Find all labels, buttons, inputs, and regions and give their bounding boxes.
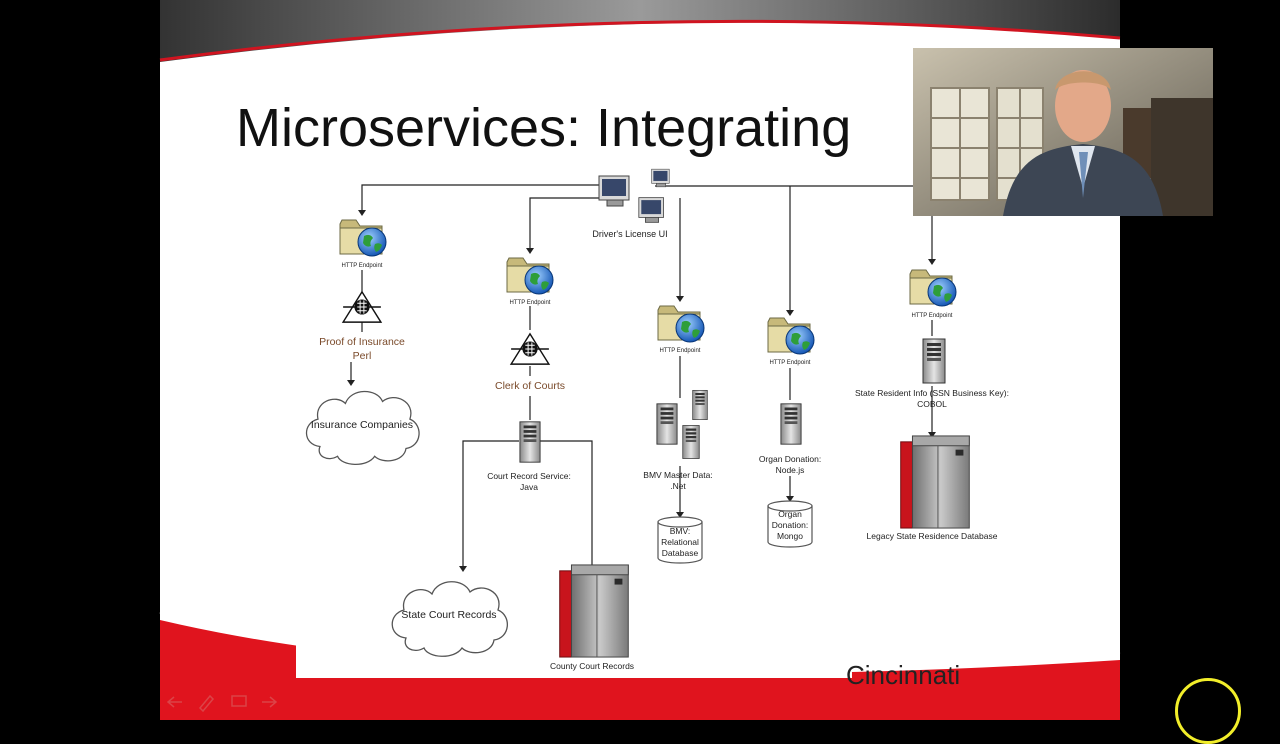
http-endpoint-4: HTTP Endpoint — [767, 317, 815, 366]
server-icon — [682, 425, 700, 459]
server-icon — [780, 403, 802, 445]
presentation-stage: Microservices: Integrating — [0, 0, 1121, 720]
server-icon — [922, 338, 946, 384]
connector-lines — [350, 184, 933, 570]
proof-of-insurance-service: Proof of Insurance Perl — [319, 291, 405, 362]
mainframe-icon — [559, 564, 629, 658]
pen-icon[interactable] — [198, 694, 215, 713]
service-name-line-2: Perl — [353, 350, 372, 362]
service-name-line-2: COBOL — [917, 399, 947, 409]
endpoint-label: HTTP Endpoint — [342, 263, 383, 269]
database-label-line-1: Organ — [778, 509, 802, 519]
mainframe-label: Legacy State Residence Database — [867, 531, 998, 541]
webcam-frame — [913, 48, 1213, 216]
endpoint-label: HTTP Endpoint — [660, 348, 701, 354]
presenter-webcam — [913, 48, 1213, 216]
server-icon — [692, 389, 708, 421]
mainframe-icon — [900, 435, 970, 529]
service-name: Clerk of Courts — [495, 380, 565, 392]
service-name-line-2: Node.js — [776, 465, 805, 475]
legacy-state-residence-database: Legacy State Residence Database — [867, 435, 998, 541]
organ-donation-mongo-database: Organ Donation: Mongo — [767, 500, 813, 548]
server-icon — [656, 403, 678, 445]
cloud-label: State Court Records — [401, 609, 496, 621]
clerk-of-courts-service: Clerk of Courts — [495, 333, 565, 392]
mainframe-label: County Court Records — [550, 661, 634, 671]
endpoint-label: HTTP Endpoint — [770, 360, 811, 366]
database-label-line-2: Relational — [661, 537, 699, 547]
back-arrow-icon[interactable] — [166, 696, 182, 708]
database-label-line-2: Donation: — [772, 520, 808, 530]
connector-arrowheads — [347, 210, 936, 572]
bmv-relational-database: BMV: Relational Database — [657, 516, 703, 564]
state-resident-info-service: State Resident Info (SSN Business Key): … — [855, 338, 1009, 409]
http-endpoint-2: HTTP Endpoint — [506, 257, 554, 306]
header-red-swoosh — [159, 19, 1121, 62]
service-name-line-1: Proof of Insurance — [319, 336, 405, 348]
slide-title: Microservices: Integrating — [236, 98, 851, 158]
subservice-line-2: Java — [520, 482, 538, 492]
county-court-records-mainframe: County Court Records — [550, 564, 634, 671]
slide-header-band — [160, 0, 1120, 62]
drivers-license-ui-client: Driver's License UI — [592, 168, 670, 239]
slideshow-controls — [166, 694, 278, 713]
server-icon — [519, 421, 541, 463]
service-name-line-1: Organ Donation: — [759, 454, 821, 464]
http-endpoint-5: HTTP Endpoint — [909, 269, 957, 319]
http-endpoint-1: HTTP Endpoint — [339, 219, 387, 269]
service-name-line-2: .Net — [670, 481, 686, 491]
left-letterbox — [0, 0, 160, 720]
screen-icon[interactable] — [231, 695, 247, 707]
state-court-records-cloud: State Court Records — [391, 581, 509, 657]
service-name-line-1: State Resident Info (SSN Business Key): — [855, 388, 1009, 398]
endpoint-label: HTTP Endpoint — [510, 300, 551, 306]
database-label-line-1: BMV: — [670, 526, 690, 536]
endpoint-label: HTTP Endpoint — [912, 313, 953, 319]
court-record-service: Court Record Service: Java — [487, 421, 571, 492]
http-endpoint-3: HTTP Endpoint — [657, 305, 705, 354]
forward-arrow-icon[interactable] — [262, 696, 278, 708]
bmv-master-data-service: BMV Master Data: .Net — [643, 389, 713, 491]
cursor-highlight-ring — [1175, 678, 1241, 744]
database-label-line-3: Database — [662, 548, 699, 558]
database-label-line-3: Mongo — [777, 531, 803, 541]
insurance-companies-cloud: Insurance Companies — [305, 390, 420, 466]
service-name-line-1: BMV Master Data: — [643, 470, 712, 480]
cloud-label: Insurance Companies — [311, 419, 413, 431]
organ-donation-service: Organ Donation: Node.js — [759, 403, 821, 475]
university-logo-text: Cincinnati — [846, 660, 960, 690]
subservice-line-1: Court Record Service: — [487, 471, 571, 481]
footer-red-swoosh — [160, 620, 1120, 720]
client-label: Driver's License UI — [592, 229, 667, 239]
